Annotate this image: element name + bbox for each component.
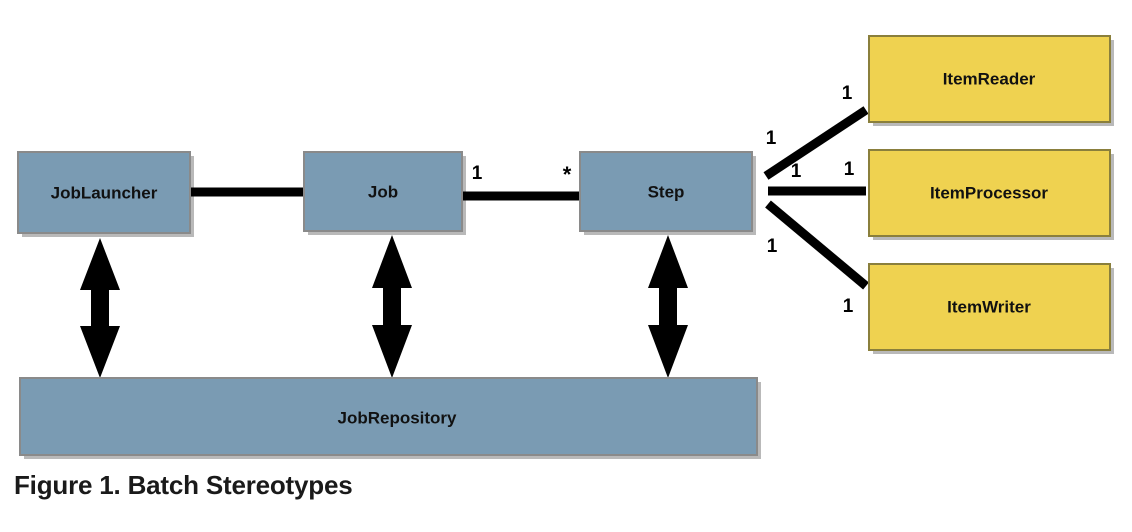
node-step-box[interactable] xyxy=(579,151,753,232)
multiplicity-writer-near: 1 xyxy=(767,236,778,257)
node-jobrepository-label: JobRepository xyxy=(337,408,457,427)
arrow-job-jobrepository xyxy=(372,235,412,378)
node-itemprocessor[interactable]: ItemProcessor xyxy=(868,149,1111,237)
node-layer: JobLauncher Job Step JobRepository ItemR… xyxy=(17,35,1111,456)
figure-caption: Figure 1. Batch Stereotypes xyxy=(14,470,353,500)
arrow-joblauncher-jobrepository xyxy=(80,238,120,378)
node-job-box[interactable] xyxy=(303,151,463,232)
multiplicity-job-end: 1 xyxy=(472,163,483,184)
multiplicity-step-end: * xyxy=(563,162,572,187)
arrow-step-jobrepository xyxy=(648,235,688,378)
node-itemprocessor-label: ItemProcessor xyxy=(930,183,1048,202)
connector-step-itemreader xyxy=(763,106,869,180)
multiplicity-reader-near: 1 xyxy=(766,128,777,149)
node-itemwriter-label: ItemWriter xyxy=(947,297,1031,316)
multiplicity-reader-far: 1 xyxy=(842,83,853,104)
node-itemreader[interactable]: ItemReader xyxy=(868,35,1111,123)
node-jobrepository[interactable]: JobRepository xyxy=(19,377,758,456)
connector-step-itemwriter xyxy=(765,200,869,290)
node-job-label: Job xyxy=(368,182,398,201)
node-itemreader-box[interactable] xyxy=(868,35,1111,123)
node-itemwriter[interactable]: ItemWriter xyxy=(868,263,1111,351)
node-step-label: Step xyxy=(648,182,685,201)
node-itemreader-label: ItemReader xyxy=(943,69,1036,88)
node-joblauncher[interactable]: JobLauncher xyxy=(17,151,191,234)
bidirectional-arrow-layer xyxy=(80,235,688,378)
node-itemprocessor-box[interactable] xyxy=(868,149,1111,237)
multiplicity-processor-near: 1 xyxy=(791,161,802,182)
node-itemwriter-box[interactable] xyxy=(868,263,1111,351)
multiplicity-processor-far: 1 xyxy=(844,159,855,180)
node-jobrepository-box[interactable] xyxy=(19,377,758,456)
node-joblauncher-label: JobLauncher xyxy=(51,183,158,202)
connector-layer xyxy=(186,106,869,290)
node-job[interactable]: Job xyxy=(303,151,463,232)
node-step[interactable]: Step xyxy=(579,151,753,232)
multiplicity-writer-far: 1 xyxy=(843,296,854,317)
multiplicity-layer: 1 * 1 1 1 1 1 1 xyxy=(472,83,855,317)
node-joblauncher-box[interactable] xyxy=(17,151,191,234)
